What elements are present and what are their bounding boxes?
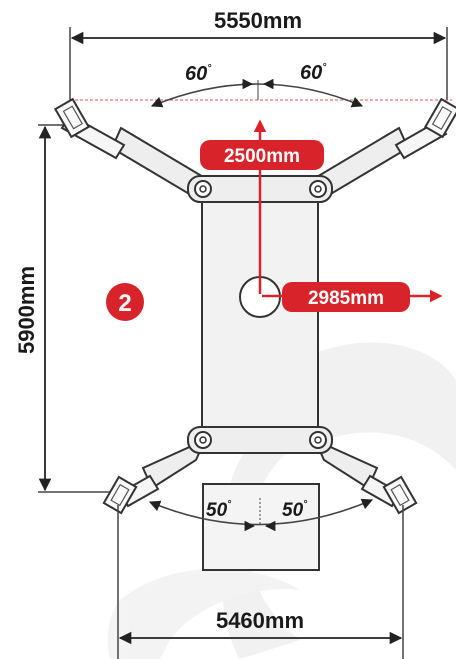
height-dimension: 5900mm (14, 124, 110, 493)
bottom-width-label: 5460mm (216, 608, 304, 633)
bottom-left-arm (102, 438, 207, 515)
top-left-angle-label: 60° (185, 63, 212, 85)
bottom-left-angle-label: 50° (206, 499, 232, 521)
bottom-right-arm (313, 438, 418, 515)
top-angle-arc: 60° 60° (150, 62, 364, 108)
vertical-offset-label: 2500mm (224, 146, 300, 167)
top-right-arm (313, 97, 456, 200)
bottom-pivot-plate (187, 426, 333, 454)
top-width-label: 5550mm (214, 8, 302, 33)
horizontal-offset-arrow: 2985mm (262, 282, 443, 312)
badge-number: 2 (118, 290, 131, 317)
horizontal-offset-label: 2985mm (308, 288, 384, 309)
top-width-dimension: 5550mm (69, 8, 448, 100)
bottom-angle-arc: 50° 50° (148, 498, 374, 532)
height-label: 5900mm (14, 266, 39, 354)
top-left-arm (53, 97, 207, 200)
top-right-angle-label: 60° (300, 62, 327, 84)
bottom-width-dimension: 5460mm (117, 505, 404, 659)
vertical-offset-arrow: 2500mm (200, 119, 324, 294)
base-plate (202, 483, 320, 571)
number-badge: 2 (106, 283, 144, 321)
bottom-right-angle-label: 50° (282, 499, 308, 521)
